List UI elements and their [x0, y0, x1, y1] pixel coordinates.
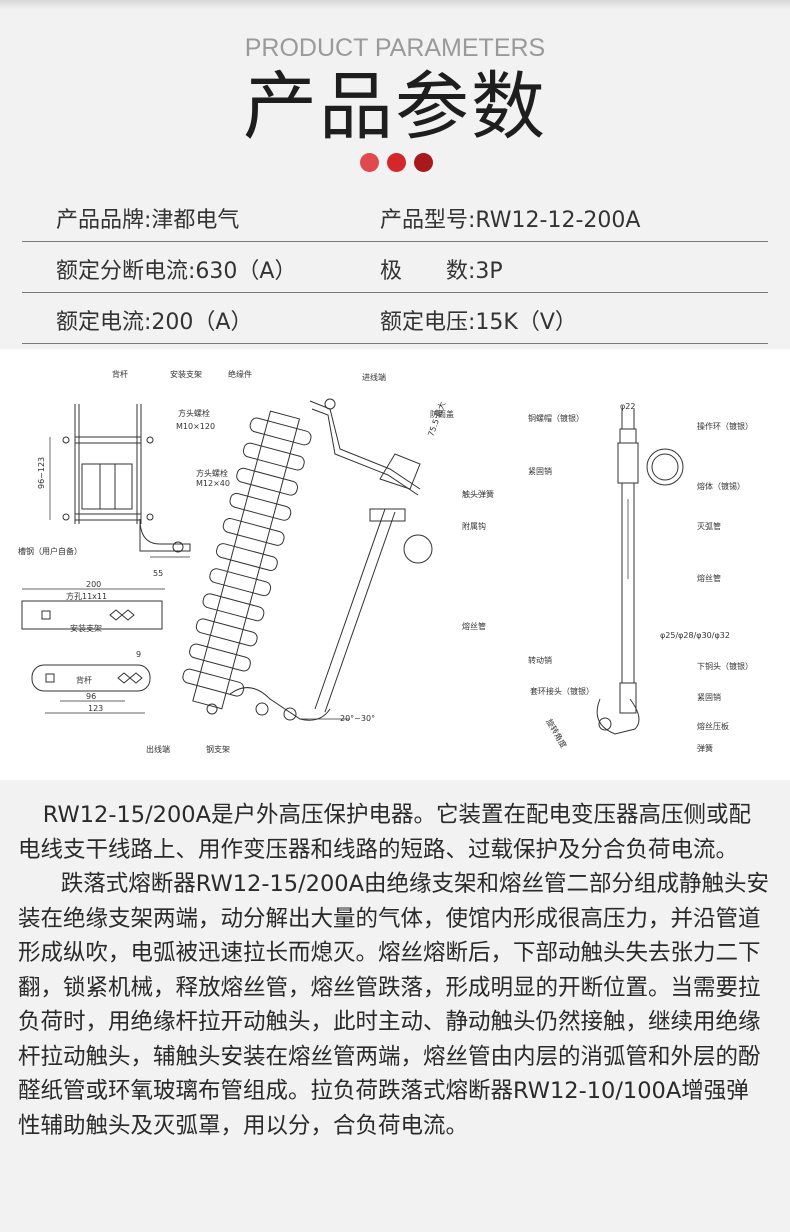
- insulator-drawing: [182, 410, 312, 710]
- label-dim-96-123: 96~123: [37, 457, 46, 489]
- label-bolt2: 方头螺栓: [196, 468, 228, 478]
- label-dim-22: φ22: [620, 402, 635, 411]
- fuse-tube-drawing: [596, 409, 684, 735]
- label-rain-cover: 防雨盖: [430, 409, 454, 419]
- label-inlet: 进线端: [362, 372, 386, 382]
- label-cap: 铜螺帽（镀银）: [528, 413, 584, 423]
- product-description: RW12-15/200A是户外高压保护电器。它装置在配电变压器高压侧或配电线支干…: [18, 798, 770, 1143]
- label-dim-hole: 方孔11x11: [66, 591, 107, 601]
- label-rod2: 背杆: [76, 675, 92, 685]
- technical-drawing: 背杆 安装支架 绝缘件 方头螺栓 M10×120 方头螺栓 M12×40 槽钢（…: [0, 349, 790, 780]
- label-ring: 操作环（镀银）: [697, 421, 753, 431]
- drawing-svg: 背杆 安装支架 绝缘件 方头螺栓 M10×120 方头螺栓 M12×40 槽钢（…: [18, 369, 753, 754]
- param-poles: 极 数:3P: [380, 259, 503, 284]
- label-bolt1: 方头螺栓: [178, 408, 210, 418]
- title-dots: [360, 153, 433, 172]
- dot-3: [414, 153, 433, 172]
- description-paragraph-1: RW12-15/200A是户外高压保护电器。它装置在配电变压器高压侧或配电线支干…: [18, 802, 752, 863]
- label-bolt2-size: M12×40: [196, 479, 230, 488]
- label-fuse-tube-left: 熔丝管: [462, 621, 486, 631]
- label-dim-200: 200: [86, 580, 101, 589]
- param-rated-voltage: 额定电压:15K（V）: [380, 310, 577, 335]
- label-spring: 弹簧: [697, 743, 713, 753]
- label-bolt1-size: M10×120: [176, 422, 215, 431]
- label-hook-head: 套环接头（镀银）: [530, 686, 594, 696]
- label-bracket: 安装支架: [170, 369, 202, 379]
- param-row: 产品品牌:津都电气 产品型号:RW12-12-200A: [22, 190, 768, 242]
- label-dim-9: 9: [136, 650, 141, 659]
- label-hook: 附属钩: [462, 521, 486, 531]
- label-press-plate: 熔丝压板: [697, 721, 729, 731]
- label-fuse-tube-right: 熔丝管: [697, 573, 721, 583]
- label-rod: 背杆: [112, 369, 128, 379]
- label-dim-96: 96: [86, 692, 96, 701]
- label-dim-55: 55: [153, 569, 163, 578]
- rod-plan-drawing: [31, 664, 151, 714]
- param-breaking-current: 额定分断电流:630（A）: [56, 259, 297, 284]
- dot-1: [360, 153, 379, 172]
- param-row: 额定电流:200（A） 额定电压:15K（V）: [22, 292, 768, 344]
- label-insulator: 绝缘件: [228, 369, 252, 379]
- label-bracket-bottom: 钢支架: [206, 744, 230, 754]
- label-lower-contact: 下铜头（镀银）: [697, 661, 753, 671]
- label-dim-123: 123: [88, 704, 103, 713]
- label-body: 熔体（镀锡）: [697, 481, 745, 491]
- label-arc-tube: 灭弧管: [697, 521, 721, 531]
- label-channel: 槽钢（用户自备）: [18, 546, 82, 556]
- description-paragraph-2: 跌落式熔断器RW12-15/200A由绝缘支架和熔丝管二部分组成静触头安装在绝缘…: [18, 871, 770, 1139]
- label-pin2: 紧固销: [697, 692, 721, 702]
- param-row: 额定分断电流:630（A） 极 数:3P: [22, 241, 768, 293]
- bracket-plan-drawing: [21, 588, 165, 630]
- label-diameters: φ25/φ28/φ30/φ32: [660, 631, 730, 640]
- label-mount-bracket2: 安装支架: [70, 623, 102, 633]
- label-rotating-pin: 转动销: [528, 655, 552, 665]
- label-pin: 紧固销: [528, 466, 552, 476]
- mount-bracket-drawing: [49, 404, 191, 558]
- section-subtitle: PRODUCT PARAMETERS: [244, 34, 546, 62]
- label-outlet: 出线端: [146, 744, 170, 754]
- dot-2: [387, 153, 406, 172]
- param-brand: 产品品牌:津都电气: [56, 208, 240, 233]
- label-angle2: 旋转角度: [544, 717, 569, 750]
- param-rated-current: 额定电流:200（A）: [56, 310, 253, 335]
- label-angle: 20°~30°: [340, 714, 375, 723]
- section-title: 产品参数: [243, 64, 547, 150]
- label-contact-spring: 触头弹簧: [462, 489, 494, 499]
- top-shadow: [0, 0, 790, 10]
- param-model: 产品型号:RW12-12-200A: [380, 208, 641, 233]
- fuse-arm-drawing: [206, 398, 433, 721]
